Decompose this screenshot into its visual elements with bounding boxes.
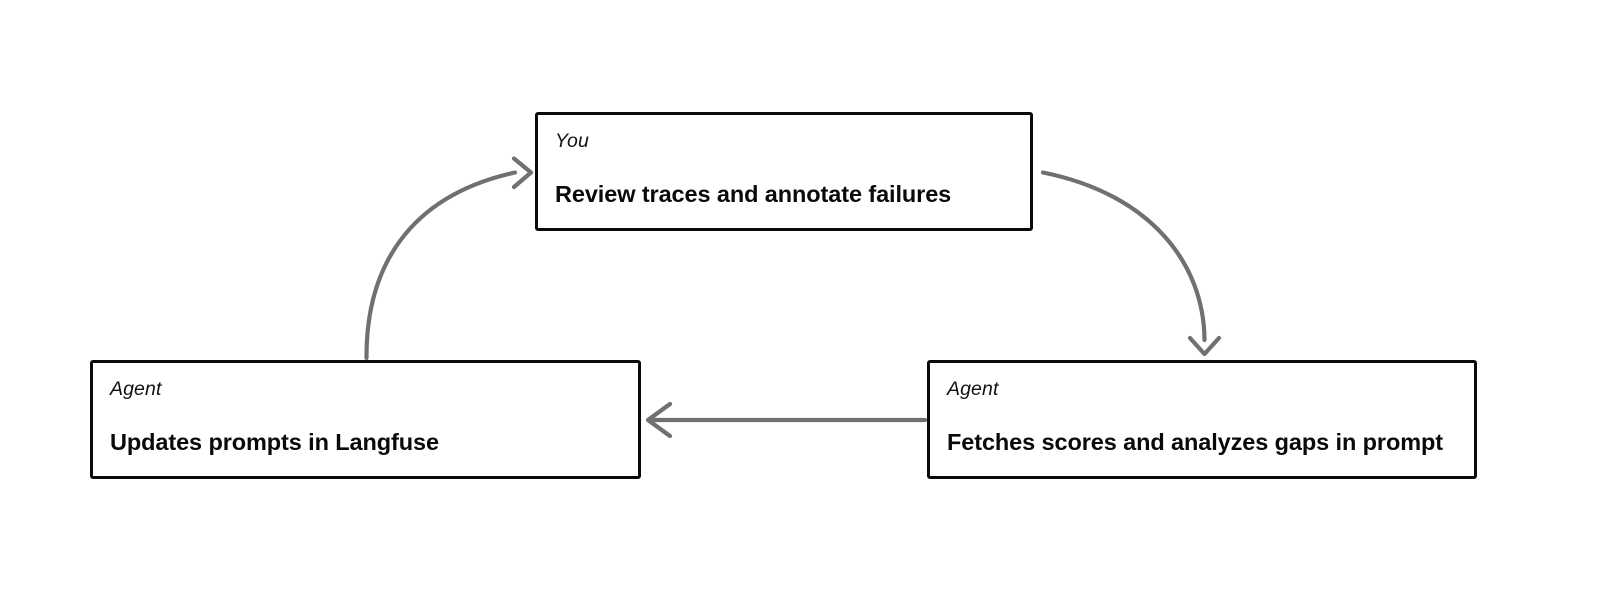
edge-you-to-fetches	[1040, 170, 1222, 357]
node-title-label: Updates prompts in Langfuse	[110, 429, 439, 456]
node-title-label: Fetches scores and analyzes gaps in prom…	[947, 429, 1443, 456]
node-title-label: Review traces and annotate failures	[555, 181, 952, 208]
node-role-label: You	[555, 130, 589, 152]
node-agent-updates[interactable]: Agent Updates prompts in Langfuse	[90, 360, 641, 479]
node-agent-fetches[interactable]: Agent Fetches scores and analyzes gaps i…	[927, 360, 1477, 479]
node-role-label: Agent	[110, 378, 162, 400]
node-you-review[interactable]: You Review traces and annotate failures	[535, 112, 1033, 231]
edge-fetches-to-updates	[645, 401, 928, 439]
node-role-label: Agent	[947, 378, 999, 400]
edge-updates-to-you	[364, 156, 534, 361]
